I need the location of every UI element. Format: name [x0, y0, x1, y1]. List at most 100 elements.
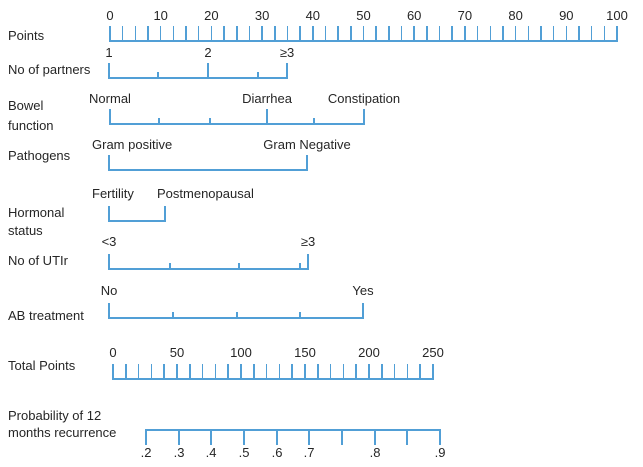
axis-tick — [248, 26, 251, 40]
tick-label: Postmenopausal — [157, 186, 254, 201]
axis-tick — [451, 26, 453, 40]
tick-label: 90 — [559, 8, 574, 23]
axis-tick — [109, 26, 111, 40]
tick-label: Diarrhea — [242, 91, 292, 106]
axis-tick — [266, 109, 268, 123]
axis-tick — [108, 254, 110, 268]
tick-label: Yes — [352, 283, 374, 298]
tick-label: 0 — [109, 345, 117, 360]
axis-tick — [304, 364, 306, 378]
tick-label: ≥3 — [300, 234, 316, 249]
axis-tick — [329, 364, 332, 378]
axis-tick — [209, 118, 211, 123]
axis-tick — [324, 26, 327, 40]
tick-label: <3 — [101, 234, 117, 249]
row-label-pathogens: Pathogens — [8, 146, 70, 166]
tick-label: Gram positive — [92, 137, 173, 152]
tick-label: 1 — [105, 45, 113, 60]
axis-tick — [253, 364, 255, 378]
axis-tick — [243, 430, 245, 445]
axis-tick — [261, 26, 263, 40]
axis-tick — [342, 364, 345, 378]
axis-tick — [406, 364, 409, 378]
tick-label: 80 — [508, 8, 523, 23]
row-label-no-of-utir: No of UTIr — [8, 251, 68, 271]
axis-tick — [164, 206, 166, 220]
tick-label: 40 — [305, 8, 321, 23]
tick-label: .3 — [173, 445, 185, 460]
axis-tick — [489, 26, 491, 40]
tick-label: 60 — [406, 8, 422, 23]
axis-tick — [400, 26, 403, 40]
axis-tick — [590, 26, 593, 40]
row-label-line: status — [8, 223, 43, 238]
axis-tick — [197, 26, 200, 40]
axis-tick — [381, 364, 383, 378]
row-label-line: Bowel — [8, 98, 44, 113]
axis-tick — [108, 63, 110, 77]
axis-tick — [438, 26, 441, 40]
tick-label: .6 — [271, 445, 283, 460]
axis-tick — [201, 364, 204, 378]
axis-tick — [223, 26, 225, 40]
tick-label: 150 — [294, 345, 316, 360]
tick-label: 100 — [606, 8, 628, 23]
axis-tick — [274, 26, 276, 40]
row-label-line: Pathogens — [8, 148, 71, 163]
axis-tick — [299, 26, 301, 40]
axis-tick — [393, 364, 396, 378]
axis-tick — [355, 364, 357, 378]
axis-tick — [159, 26, 162, 40]
tick-label: 30 — [254, 8, 270, 23]
tick-label: .9 — [434, 445, 446, 460]
axis-tick — [578, 26, 580, 40]
axis-tick — [172, 26, 175, 40]
axis-tick — [306, 155, 308, 169]
axis-tick — [299, 263, 301, 268]
axis-tick — [308, 430, 310, 445]
row-label-ab-treatment: AB treatment — [8, 306, 84, 326]
axis-tick — [178, 430, 180, 445]
axis-tick — [121, 26, 124, 40]
axis-tick — [464, 26, 466, 40]
axis-tick — [286, 26, 289, 40]
row-label-no-of-partners: No of partners — [8, 60, 90, 80]
row-label-line: No of UTIr — [8, 253, 68, 268]
axis-line-pathogens — [108, 169, 308, 171]
tick-label: ≥3 — [279, 45, 295, 60]
axis-tick — [540, 26, 542, 40]
axis-tick — [616, 26, 618, 40]
axis-tick — [337, 26, 339, 40]
axis-tick — [109, 109, 111, 123]
tick-label: Gram Negative — [263, 137, 351, 152]
axis-line-points — [109, 40, 618, 42]
axis-tick — [189, 364, 191, 378]
axis-tick — [134, 26, 137, 40]
axis-tick — [257, 72, 259, 77]
axis-tick — [147, 26, 149, 40]
axis-tick — [238, 263, 240, 268]
axis-tick — [169, 263, 171, 268]
axis-tick — [603, 26, 606, 40]
axis-tick — [112, 364, 114, 378]
axis-tick — [214, 364, 217, 378]
tick-label: Constipation — [327, 91, 401, 106]
axis-line-no-of-utir — [108, 268, 309, 270]
tick-label: 50 — [169, 345, 185, 360]
axis-tick — [137, 364, 140, 378]
axis-tick — [236, 26, 238, 40]
tick-label: No — [100, 283, 118, 298]
row-label-line: function — [8, 118, 54, 133]
tick-label: Fertility — [92, 186, 134, 201]
axis-tick — [565, 26, 568, 40]
row-label-points: Points — [8, 26, 44, 46]
row-label-line: Total Points — [8, 358, 76, 373]
axis-tick — [210, 430, 212, 445]
row-label-total-points: Total Points — [8, 356, 75, 376]
axis-line-ab-treatment — [108, 317, 364, 319]
tick-label: 70 — [457, 8, 473, 23]
tick-label: 20 — [204, 8, 219, 23]
axis-line-total-points — [112, 378, 434, 380]
tick-label: 0 — [106, 8, 114, 23]
